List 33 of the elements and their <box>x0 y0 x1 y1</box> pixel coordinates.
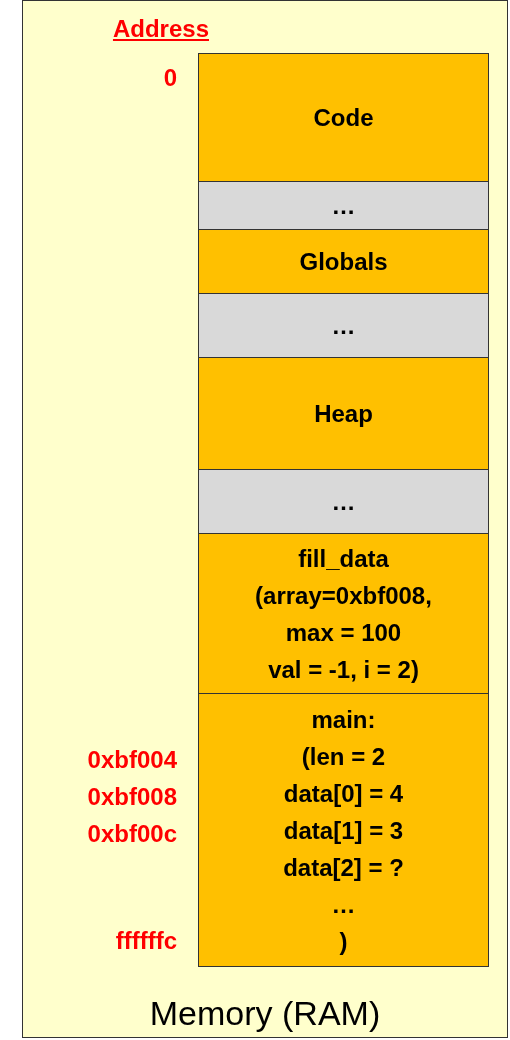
segment-text: Code <box>313 103 374 133</box>
memory-panel <box>22 0 508 1038</box>
address-label: ffffffc <box>115 926 177 956</box>
segment-text: fill_data <box>298 543 389 574</box>
address-label: 0xbf00c <box>87 819 177 849</box>
segment-text: Globals <box>299 247 388 277</box>
memory-segment <box>198 533 489 694</box>
memory-segment <box>198 357 489 470</box>
memory-segment <box>198 53 489 182</box>
address-label: 0xbf008 <box>87 782 177 812</box>
segment-text: (len = 2 <box>301 741 386 772</box>
segment-text: data[2] = ? <box>283 852 404 883</box>
segment-text: data[1] = 3 <box>283 815 404 846</box>
segment-text: (array=0xbf008, <box>255 580 432 611</box>
memory-segment <box>198 181 489 230</box>
panel-caption: Memory (RAM) <box>148 994 382 1033</box>
segment-text: … <box>331 889 356 920</box>
memory-segment <box>198 693 489 967</box>
segment-text: … <box>331 191 356 221</box>
address-heading: Address <box>112 14 209 44</box>
segment-text: main: <box>311 704 376 735</box>
segment-text: max = 100 <box>285 617 402 648</box>
memory-segment <box>198 229 489 294</box>
segment-text: val = -1, i = 2) <box>268 654 419 685</box>
memory-segment <box>198 293 489 358</box>
segment-text: ) <box>339 926 348 957</box>
segment-text: data[0] = 4 <box>283 778 404 809</box>
memory-segment <box>198 469 489 534</box>
address-label: 0 <box>163 63 177 93</box>
address-label: 0xbf004 <box>87 745 177 775</box>
segment-text: … <box>331 311 356 341</box>
segment-text: … <box>331 487 356 517</box>
segment-text: Heap <box>314 399 373 429</box>
